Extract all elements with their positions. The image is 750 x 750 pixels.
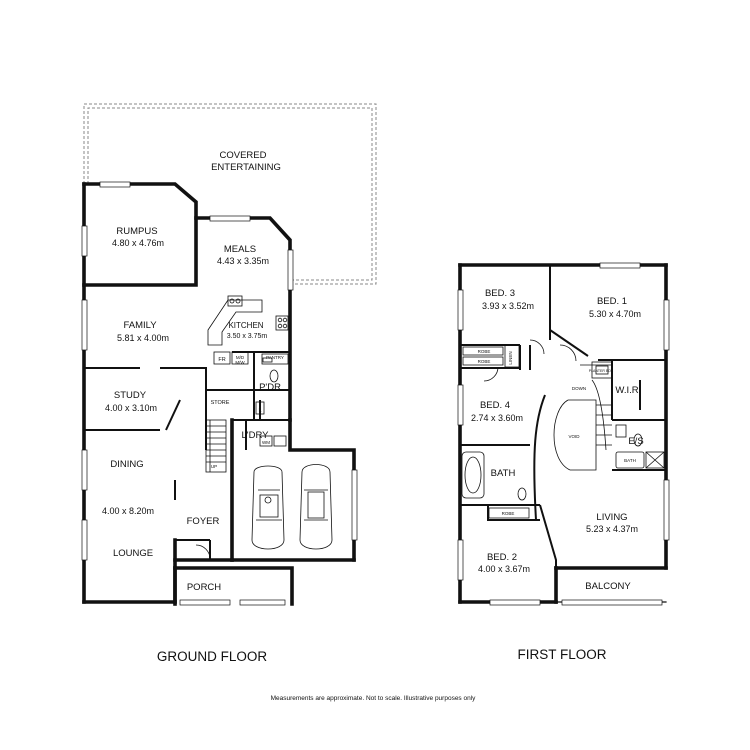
void-label: VOID (568, 434, 580, 439)
robe-label-2: ROBE (478, 359, 491, 364)
pdr-label: P'DR (259, 382, 281, 393)
bed3-label: BED. 3 (485, 288, 515, 299)
first-floor-plan: BED. 3 3.93 x 3.52m BED. 1 5.30 x 4.70m … (457, 262, 670, 662)
l-label: L (258, 408, 261, 414)
store-label: STORE (211, 400, 230, 406)
first-robes (462, 339, 577, 519)
first-windows (457, 262, 670, 606)
first-bath-fixtures (461, 361, 665, 501)
first-floor-title: FIRST FLOOR (517, 647, 606, 662)
meals-label: MEALS (224, 244, 256, 255)
living-size: 5.23 x 4.37m (586, 524, 638, 534)
family-label: FAMILY (123, 320, 157, 331)
bed2-size: 4.00 x 3.67m (478, 564, 530, 574)
car-right (299, 464, 333, 550)
dining-label: DINING (110, 459, 143, 470)
bath-label: BATH (491, 468, 516, 479)
foyer-label: FOYER (187, 516, 220, 527)
ground-floor-title: GROUND FLOOR (157, 649, 268, 664)
kitchen-size: 3.50 x 3.75m (227, 333, 268, 340)
study-label: STUDY (114, 390, 147, 401)
lounge-label: LOUNGE (113, 548, 153, 559)
rumpus-label: RUMPUS (116, 226, 157, 237)
up-label: UP (211, 464, 217, 469)
ground-windows (81, 181, 358, 606)
ground-stairs (205, 419, 227, 473)
planter-label: PLANTER BOX (589, 369, 614, 373)
family-size: 5.81 x 4.00m (117, 333, 169, 343)
covered-entertaining-label-2: ENTERTAINING (211, 162, 281, 173)
ldry-label: L'DRY (242, 430, 270, 441)
ground-fixtures (195, 369, 287, 560)
fridge-label: FR (218, 357, 225, 363)
ensuite-bath-label: BATH (624, 458, 636, 463)
bed1-label: BED. 1 (597, 296, 627, 307)
covered-entertaining-outline (83, 103, 377, 285)
es-label: E/S (628, 436, 643, 447)
bed2-label: BED. 2 (487, 552, 517, 563)
ground-floor-plan: COVERED ENTERTAINING RUMPUS 4.80 x 4.76m… (81, 103, 377, 664)
kitchen-bench (207, 295, 289, 365)
covered-entertaining-label: COVERED (220, 150, 267, 161)
pantry-label: PANTRY (266, 355, 284, 360)
rumpus-size: 4.80 x 4.76m (112, 238, 164, 248)
living-label: LIVING (596, 512, 627, 523)
meals-size: 4.43 x 3.35m (217, 256, 269, 266)
linen-label: LINEN (508, 351, 513, 364)
bed4-label: BED. 4 (480, 400, 510, 411)
void-stairs (553, 364, 612, 471)
bed1-size: 5.30 x 4.70m (589, 309, 641, 319)
porch-label: PORCH (187, 582, 221, 593)
wir-label: W.I.R (615, 385, 638, 396)
robe-label-1: ROBE (478, 349, 491, 354)
study-size: 4.00 x 3.10m (105, 403, 157, 413)
wm-label: WM (262, 440, 270, 445)
bed4-size: 2.74 x 3.60m (471, 413, 523, 423)
car-left (251, 465, 285, 550)
kitchen-label: KITCHEN (228, 321, 263, 330)
balcony-label: BALCONY (585, 581, 631, 592)
robe-label-3: ROBE (502, 511, 515, 516)
down-label: DOWN (572, 386, 586, 391)
disclaimer: Measurements are approximate. Not to sca… (271, 695, 477, 702)
dining-lounge-size: 4.00 x 8.20m (102, 506, 154, 516)
bed3-size: 3.93 x 3.52m (482, 301, 534, 311)
